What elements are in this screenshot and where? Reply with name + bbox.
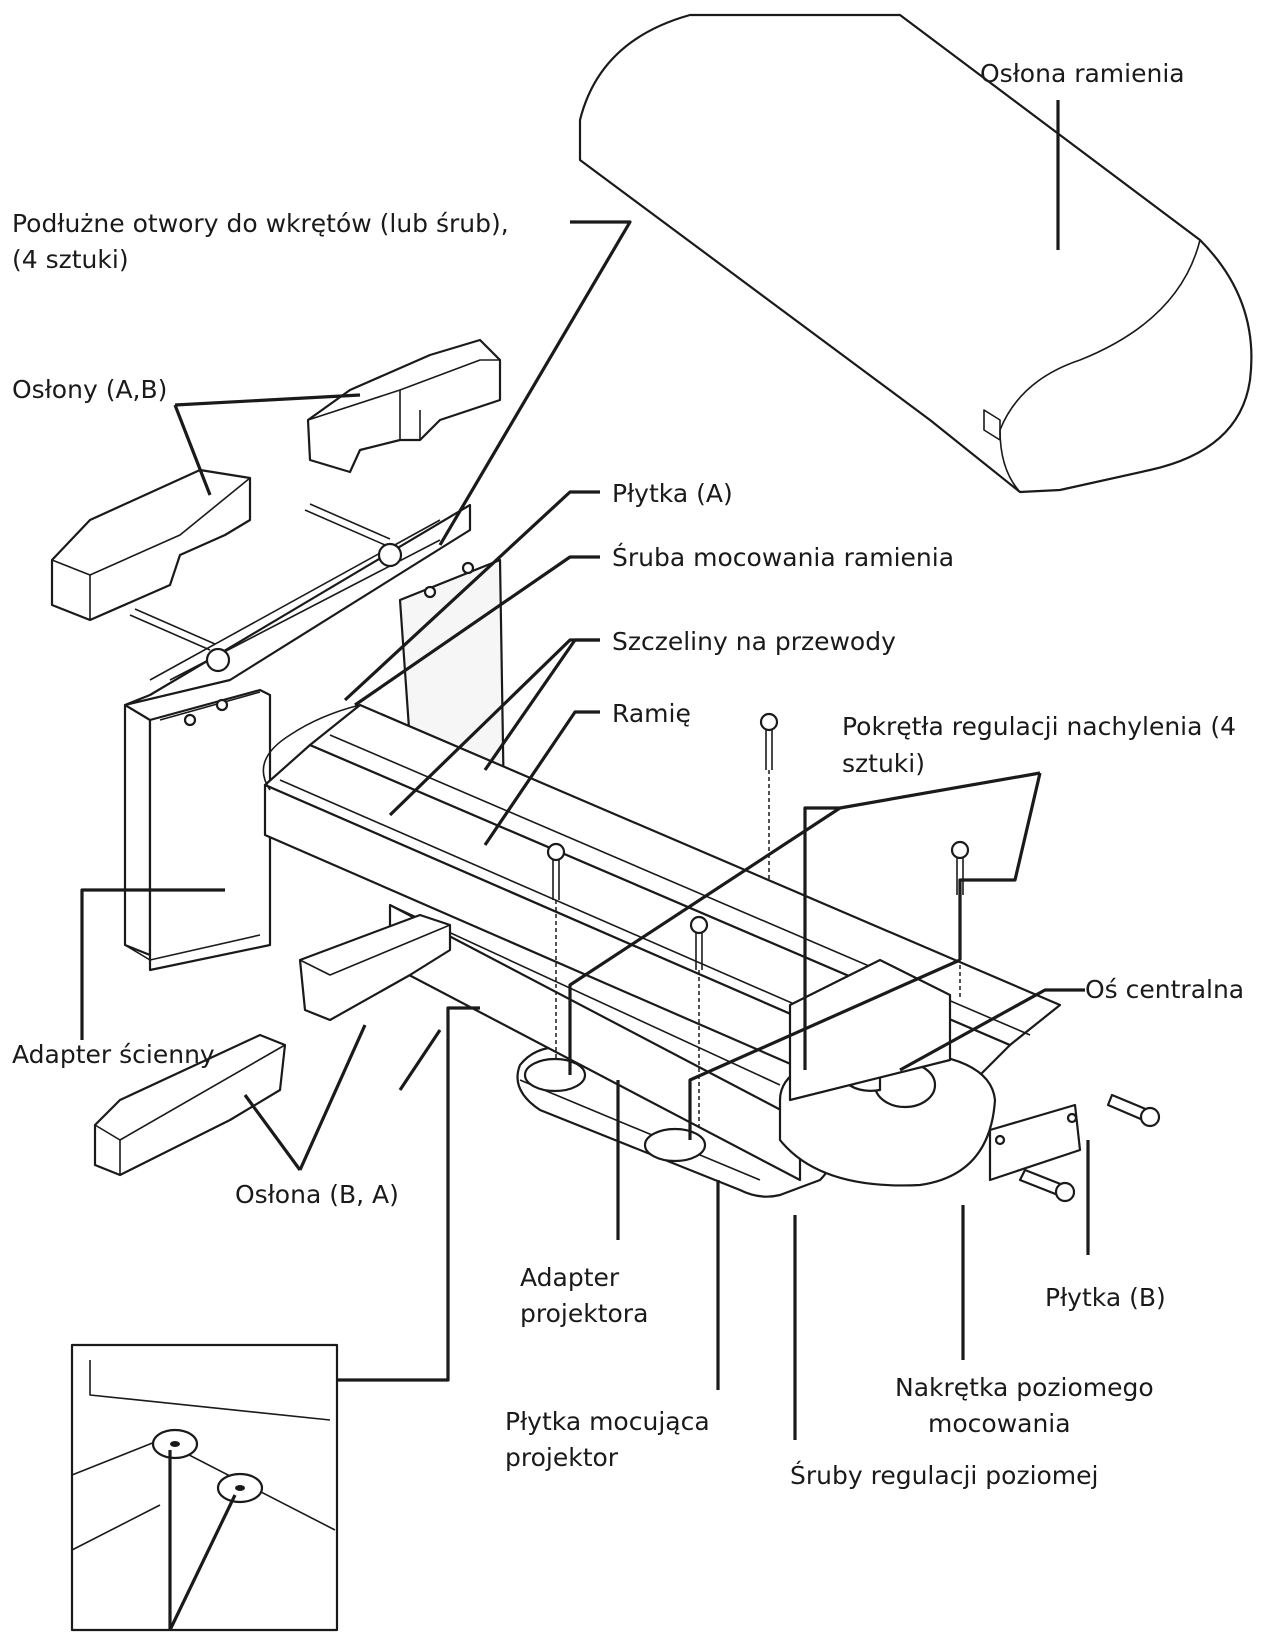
label-wall-adapter: Adapter ścienny [12, 1040, 215, 1069]
plate-b [988, 1103, 1082, 1182]
label-projector-mounting-plate-line2: projektor [505, 1443, 619, 1472]
covers-a-b [50, 338, 502, 622]
label-cable-slots: Szczeliny na przewody [612, 627, 896, 656]
bolts [1018, 1093, 1161, 1203]
inset-detail [70, 1343, 339, 1632]
label-projector-adapter-line2: projektora [520, 1299, 648, 1328]
label-plate-b: Płytka (B) [1045, 1283, 1166, 1312]
label-slotted-holes-line1: Podłużne otwory do wkrętów (lub śrub), [12, 209, 509, 238]
label-plate-a: Płytka (A) [612, 479, 733, 508]
label-cover-b-a: Osłona (B, A) [235, 1180, 399, 1209]
label-projector-adapter-line1: Adapter [520, 1263, 620, 1292]
label-horizontal-nut-line2: mocowania [928, 1409, 1071, 1438]
label-arm-mounting-screw: Śruba mocowania ramienia [612, 542, 954, 572]
labels: Osłona ramienia Podłużne otwory do wkręt… [12, 59, 1244, 1490]
label-arm-cover: Osłona ramienia [980, 59, 1185, 88]
label-slotted-holes-line2: (4 sztuki) [12, 245, 129, 274]
wall-screws [129, 503, 391, 651]
tilt-screws [546, 712, 970, 1130]
label-tilt-knobs-line2: sztuki) [842, 749, 925, 778]
label-level-adjust-screws: Śruby regulacji poziomej [790, 1460, 1098, 1490]
label-arm: Ramię [612, 699, 691, 728]
covers-b-a [93, 913, 452, 1177]
arm-cover [578, 13, 1253, 494]
label-covers-a-b: Osłony (A,B) [12, 375, 167, 404]
label-horizontal-nut-line1: Nakrętka poziomego [895, 1373, 1154, 1402]
leader-lines [80, 100, 1090, 1631]
label-projector-mounting-plate-line1: Płytka mocująca [505, 1407, 710, 1436]
label-tilt-knobs-line1: Pokrętła regulacji nachylenia (4 [842, 712, 1236, 741]
label-central-axis: Oś centralna [1085, 975, 1244, 1004]
